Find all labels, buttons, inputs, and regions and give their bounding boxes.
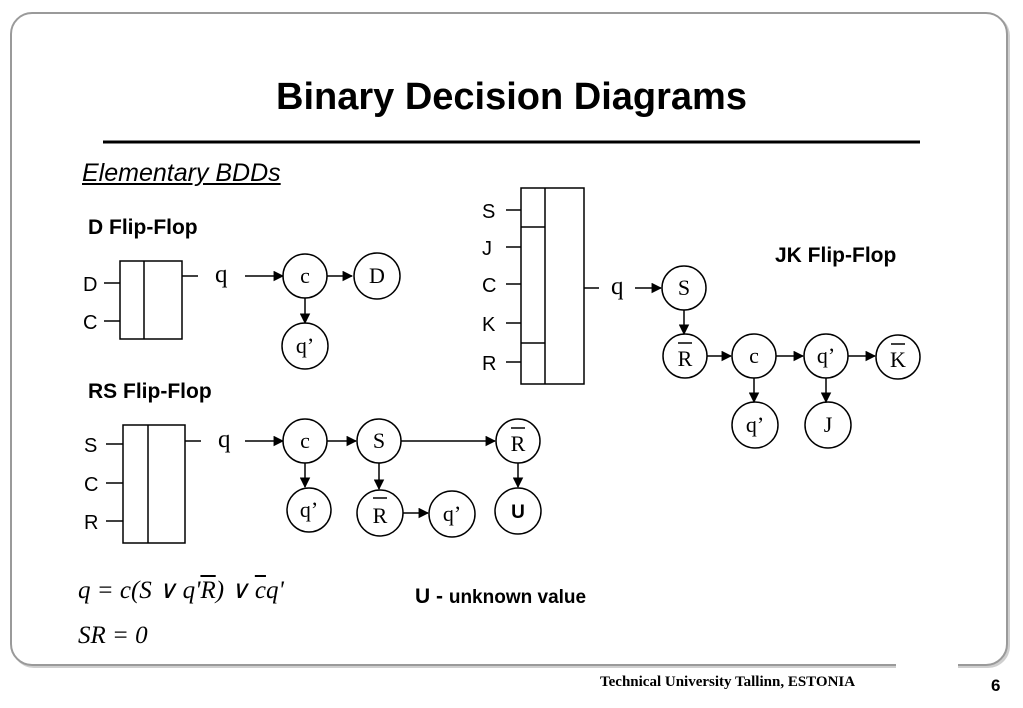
rs-flipflop-heading: RS Flip-Flop <box>88 380 212 403</box>
jk-flipflop-heading: JK Flip-Flop <box>775 244 897 267</box>
rs-node-rbar-bottom-label: R <box>373 503 388 528</box>
jk-node-j-label: J <box>824 412 833 437</box>
jk-node-j <box>804 401 852 449</box>
rs-node-qprev-1-label: q’ <box>300 497 318 522</box>
rs-node-qprev-2-label: q’ <box>443 501 461 526</box>
rs-input-r: R <box>84 512 98 534</box>
rs-node-u <box>494 487 542 535</box>
d-input-c: C <box>83 312 97 334</box>
slide-subtitle: Elementary BDDs <box>82 159 281 187</box>
rs-node-qprev-1 <box>286 487 332 533</box>
rs-node-s-label: S <box>373 428 385 453</box>
jk-input-s: S <box>482 201 495 223</box>
rs-node-u-label: U <box>511 502 525 523</box>
jk-input-c: C <box>482 275 496 297</box>
jk-node-s-label: S <box>678 275 690 300</box>
rs-node-qprev-2 <box>428 490 476 538</box>
d-node-c-label: c <box>300 263 310 288</box>
rs-output-q: q <box>218 426 231 453</box>
jk-node-rbar-label: R <box>678 346 693 371</box>
jk-input-j: J <box>482 238 492 260</box>
jk-node-kbar-label: K <box>890 347 906 372</box>
jk-node-qprev-1-label: q’ <box>817 343 835 368</box>
formula-line-2: SR = 0 <box>78 622 148 649</box>
d-node-d <box>353 252 401 300</box>
d-output-q: q <box>215 261 228 288</box>
legend: U - unknown value <box>415 585 586 609</box>
legend-symbol: U - <box>415 585 443 608</box>
d-node-qprev <box>281 322 329 370</box>
rs-flipflop <box>106 418 542 544</box>
jk-input-r: R <box>482 353 496 375</box>
formula-r-bar: R <box>200 577 216 604</box>
footer-institution: Technical University Tallinn, ESTONIA <box>600 674 856 690</box>
jk-ff-box <box>520 187 585 385</box>
jk-node-c-label: c <box>749 343 759 368</box>
d-flipflop-heading: D Flip-Flop <box>88 216 198 239</box>
jk-node-qprev-2-label: q’ <box>746 412 764 437</box>
rs-input-c: C <box>84 474 98 496</box>
jk-node-qprev-2 <box>731 401 779 449</box>
jk-node-kbar <box>875 334 921 380</box>
page-number: 6 <box>991 676 1001 695</box>
rs-node-rbar-top-label: R <box>511 431 526 456</box>
d-node-qprev-label: q’ <box>296 333 314 358</box>
jk-input-k: K <box>482 314 496 336</box>
rs-ff-box <box>122 424 186 544</box>
formula-c-bar: c <box>254 577 266 604</box>
rs-node-c-label: c <box>300 428 310 453</box>
d-flipflop <box>104 252 401 370</box>
d-node-d-label: D <box>369 263 385 288</box>
rs-input-s: S <box>84 435 97 457</box>
d-input-d: D <box>83 274 97 296</box>
formula-line-1: q = c(S ∨ q'R) ∨ cq' <box>78 577 284 604</box>
jk-output-q: q <box>611 273 624 300</box>
slide-title: Binary Decision Diagrams <box>276 76 747 118</box>
jk-flipflop <box>506 187 921 449</box>
d-ff-box <box>119 260 183 340</box>
legend-text: unknown value <box>448 587 587 608</box>
